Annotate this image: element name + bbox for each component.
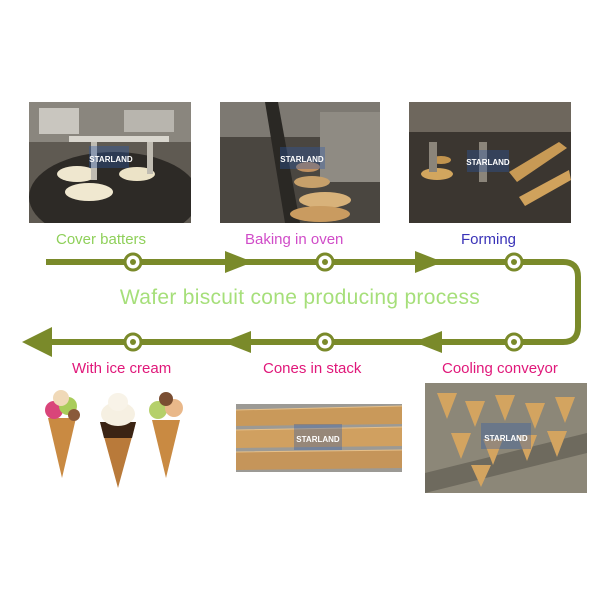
watermark-logo: STARLAND bbox=[296, 435, 340, 444]
arrowhead-left-end bbox=[22, 327, 52, 357]
step-label-baking-in-oven: Baking in oven bbox=[245, 231, 344, 248]
step-label-cones-in-stack: Cones in stack bbox=[263, 360, 362, 377]
arrowhead-right bbox=[225, 251, 253, 273]
cones-in-stack-photo: STARLAND bbox=[236, 404, 402, 472]
step-label-cover-batters: Cover batters bbox=[56, 231, 147, 248]
arrowhead-left bbox=[414, 331, 442, 353]
arrowhead-left bbox=[223, 331, 251, 353]
arrowhead-right bbox=[415, 251, 443, 273]
flow-line-return bbox=[535, 259, 581, 345]
step-label-cooling-conveyor: Cooling conveyor bbox=[442, 360, 558, 377]
step-label-with-ice-cream: With ice cream bbox=[72, 360, 172, 377]
watermark-logo: STARLAND bbox=[484, 434, 528, 443]
watermark-logo: STARLAND bbox=[466, 158, 510, 167]
cover-batters-photo: STARLAND bbox=[29, 102, 191, 223]
step-label-forming: Forming bbox=[461, 231, 517, 248]
ice-cream-cones-photo bbox=[34, 382, 200, 492]
forming-photo: STARLAND bbox=[409, 102, 571, 223]
diagram-title: Wafer biscuit cone producing process bbox=[119, 286, 481, 309]
cooling-conveyor-photo: STARLAND bbox=[425, 383, 587, 493]
watermark-logo: STARLAND bbox=[89, 155, 133, 164]
baking-in-oven-photo: STARLAND bbox=[220, 102, 380, 223]
watermark-logo: STARLAND bbox=[280, 155, 324, 164]
